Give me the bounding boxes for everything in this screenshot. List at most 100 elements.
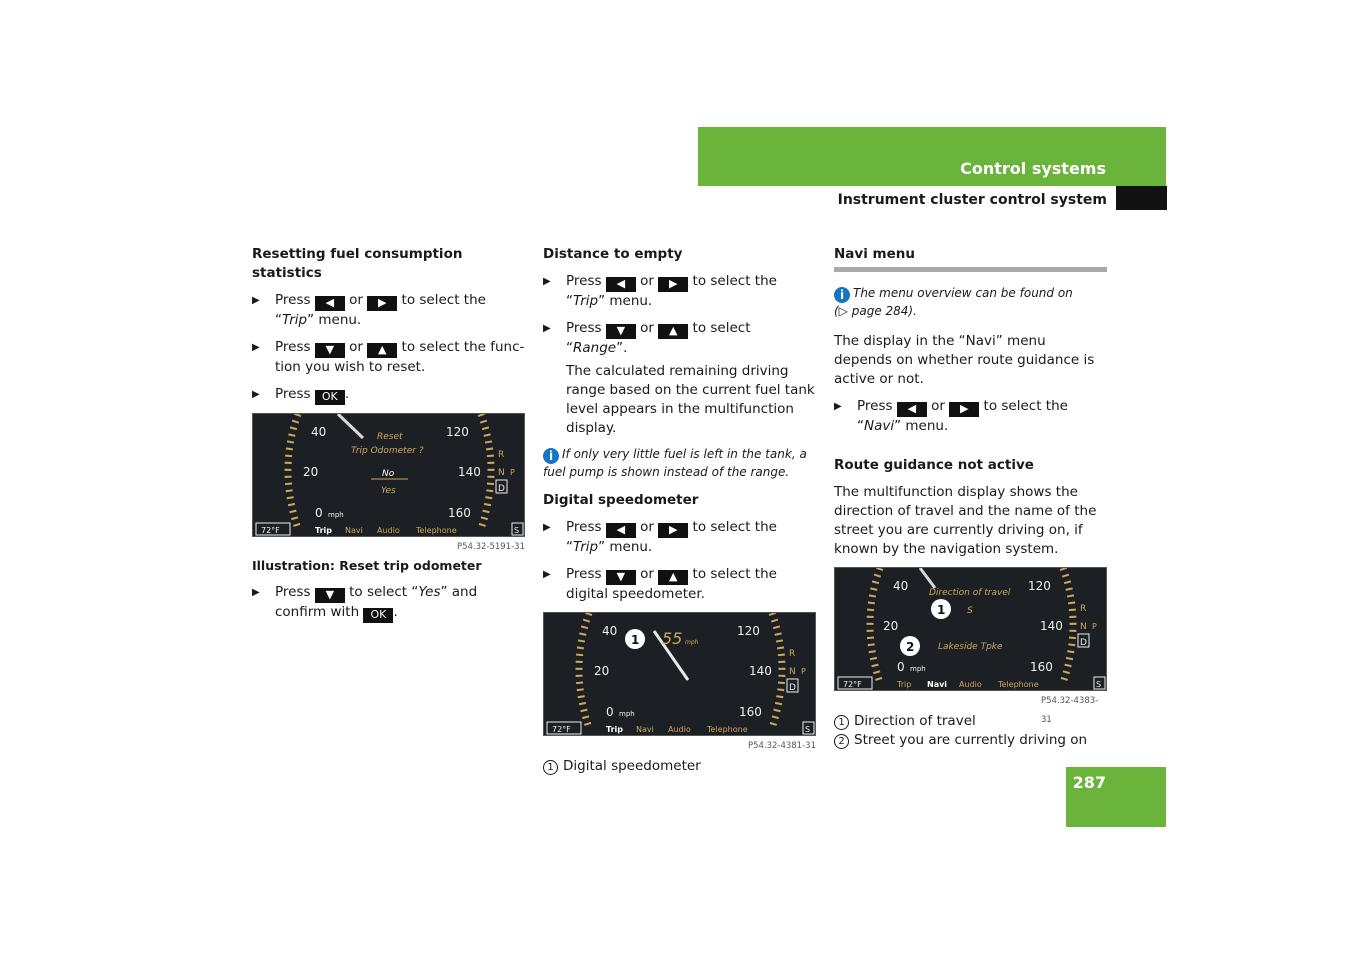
svg-text:0: 0: [315, 506, 323, 520]
svg-text:D: D: [789, 683, 796, 693]
svg-text:140: 140: [749, 664, 772, 678]
step: Press OK.: [252, 385, 525, 405]
down-arrow-key: ▼: [605, 570, 636, 585]
svg-text:P: P: [1092, 622, 1097, 631]
svg-text:2: 2: [906, 640, 914, 654]
svg-text:R: R: [789, 649, 795, 659]
figure-caption: Illustration: Reset trip odometer: [252, 558, 482, 573]
step: Press ◀ or ▶ to select the “Trip” menu.: [543, 272, 816, 311]
header-band: Control systems: [698, 127, 1166, 186]
svg-text:160: 160: [739, 705, 762, 719]
svg-text:N: N: [1080, 622, 1087, 632]
svg-text:Audio: Audio: [668, 725, 691, 734]
route-guidance-description: The multifunction display shows the dire…: [834, 484, 1097, 557]
up-arrow-key: ▲: [367, 343, 398, 358]
up-arrow-key: ▲: [658, 324, 689, 339]
svg-text:120: 120: [737, 624, 760, 638]
down-arrow-key: ▼: [314, 588, 345, 603]
range-description: The calculated remaining driving range b…: [566, 363, 815, 436]
svg-text:P: P: [510, 468, 515, 477]
heading-distance-to-empty: Distance to empty: [543, 246, 683, 262]
svg-text:D: D: [1080, 638, 1087, 648]
down-arrow-key: ▼: [314, 343, 345, 358]
svg-text:Yes: Yes: [381, 486, 396, 496]
page-number: 287: [1072, 773, 1106, 792]
svg-text:Audio: Audio: [377, 526, 400, 535]
heading-digital-speedometer: Digital speedometer: [543, 492, 699, 508]
step: Press ▼ or ▲ to select the func­tion you…: [252, 338, 525, 377]
svg-text:0: 0: [606, 705, 614, 719]
svg-text:1: 1: [631, 633, 639, 647]
callout-number: 1: [834, 715, 849, 730]
svg-text:mph: mph: [619, 710, 635, 718]
down-arrow-key: ▼: [605, 324, 636, 339]
navi-description: The display in the “Navi” menu depends o…: [834, 333, 1095, 387]
up-arrow-key: ▲: [658, 570, 689, 585]
figure-code: P54.32-4383-31: [1041, 696, 1099, 725]
svg-text:D: D: [498, 484, 505, 494]
step: Press ◀ or ▶ to select the “Navi” menu.: [834, 397, 1107, 436]
svg-text:mph: mph: [910, 665, 926, 673]
svg-text:0: 0: [897, 660, 905, 674]
svg-text:Direction of travel: Direction of travel: [929, 588, 1011, 598]
svg-text:40: 40: [602, 624, 617, 638]
svg-text:160: 160: [448, 506, 471, 520]
cluster-graphic: 40 20 0 mph 120 140 160 Reset Trip Odome…: [255, 414, 524, 536]
svg-text:mph: mph: [328, 511, 344, 519]
cluster-figure-navi: Direction of travel 1 S 2 Lakeside Tpke …: [834, 567, 1107, 691]
cluster-graphic: 1 55 mph 40 20 0 mph 120 140 160 R N P D…: [546, 613, 815, 735]
svg-text:1: 1: [937, 603, 945, 617]
cluster-figure-speedometer: 1 55 mph 40 20 0 mph 120 140 160 R N P D…: [543, 612, 816, 736]
svg-text:Telephone: Telephone: [415, 526, 457, 535]
svg-text:P: P: [801, 667, 806, 676]
figure-code: P54.32-4381-31: [747, 741, 816, 751]
info-icon: i: [834, 287, 850, 303]
svg-text:72°F: 72°F: [261, 526, 280, 535]
figure-code: P54.32-5191-31: [456, 542, 525, 552]
right-arrow-key: ▶: [949, 402, 980, 417]
svg-text:Navi: Navi: [927, 680, 947, 689]
svg-text:R: R: [1080, 604, 1086, 614]
svg-text:140: 140: [458, 465, 481, 479]
left-arrow-key: ◀: [605, 523, 636, 538]
ok-key: OK: [363, 608, 394, 623]
svg-text:20: 20: [303, 465, 318, 479]
svg-text:No: No: [382, 469, 395, 479]
svg-text:Audio: Audio: [959, 680, 982, 689]
svg-text:Navi: Navi: [345, 526, 363, 535]
svg-text:Telephone: Telephone: [997, 680, 1039, 689]
step: Press ◀ or ▶ to select the “Trip” menu.: [543, 518, 816, 557]
right-arrow-key: ▶: [367, 296, 398, 311]
heading-route-guidance: Route guidance not active: [834, 457, 1034, 473]
svg-text:55: 55: [662, 629, 682, 648]
svg-text:160: 160: [1030, 660, 1053, 674]
cluster-graphic: Direction of travel 1 S 2 Lakeside Tpke …: [837, 568, 1106, 690]
left-arrow-key: ◀: [314, 296, 345, 311]
svg-text:S: S: [967, 606, 973, 616]
step: Press ◀ or ▶ to select the “Trip” menu.: [252, 291, 525, 330]
svg-text:S: S: [805, 725, 810, 734]
svg-text:S: S: [514, 526, 519, 535]
svg-text:Lakeside Tpke: Lakeside Tpke: [938, 642, 1003, 652]
svg-text:mph: mph: [685, 639, 699, 646]
svg-text:S: S: [1096, 680, 1101, 689]
svg-text:20: 20: [594, 664, 609, 678]
cluster-figure-reset: 40 20 0 mph 120 140 160 Reset Trip Odome…: [252, 413, 525, 537]
section-title: Control systems: [960, 159, 1106, 178]
svg-text:R: R: [498, 450, 504, 460]
svg-text:N: N: [789, 667, 796, 677]
svg-text:72°F: 72°F: [843, 680, 862, 689]
left-arrow-key: ◀: [605, 277, 636, 292]
right-arrow-key: ▶: [658, 523, 689, 538]
svg-text:Trip: Trip: [315, 526, 332, 535]
right-arrow-key: ▶: [658, 277, 689, 292]
column-2: Distance to empty Press ◀ or ▶ to select…: [543, 245, 816, 776]
svg-text:140: 140: [1040, 619, 1063, 633]
heading-navi-menu: Navi menu: [834, 245, 1107, 272]
step: Press ▼ or ▲ to select “Range”.: [543, 319, 816, 358]
